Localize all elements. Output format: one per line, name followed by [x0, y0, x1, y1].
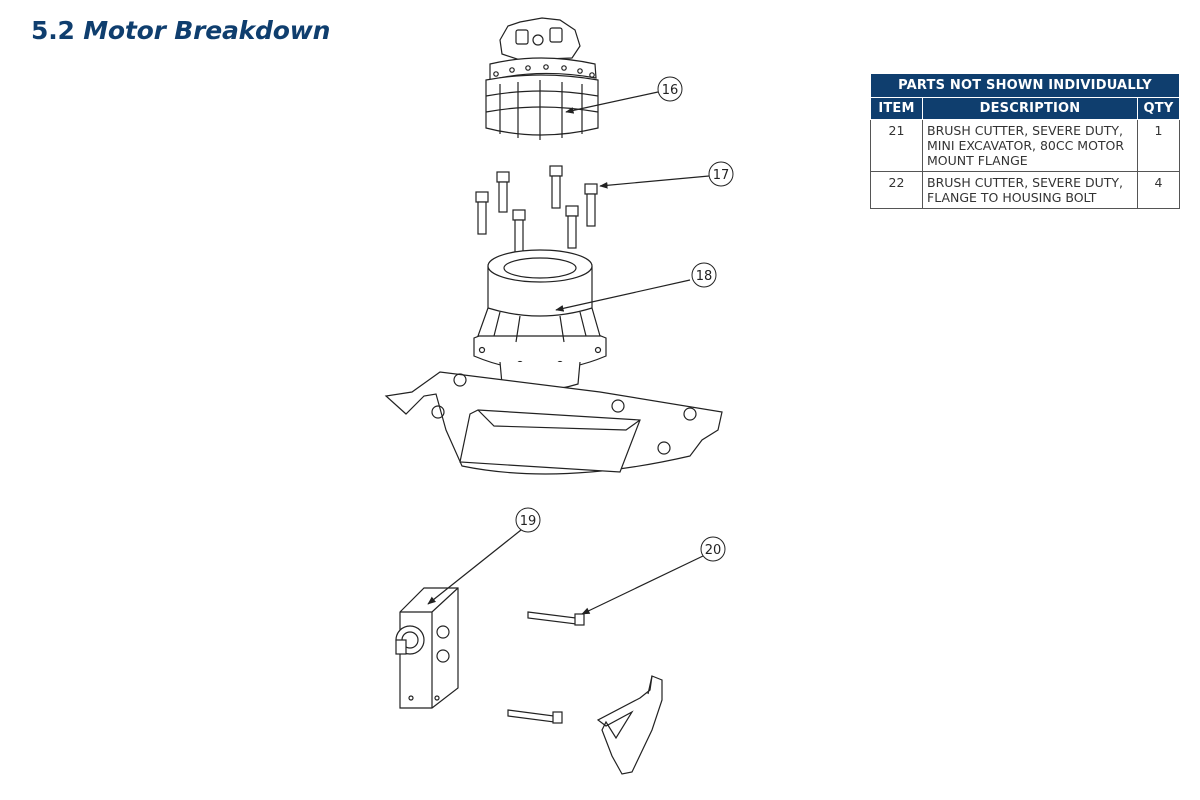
column-header-qty: QTY [1137, 97, 1180, 120]
valve-block-part-19 [395, 587, 459, 709]
table-caption: PARTS NOT SHOWN INDIVIDUALLY [870, 73, 1180, 98]
callout-18-label: 18 [696, 269, 713, 284]
exploded-view-diagram: 16 17 18 19 20 [384, 17, 734, 775]
row-description: BRUSH CUTTER, SEVERE DUTY, MINI EXCAVATO… [922, 119, 1138, 172]
section-number: 5.2 [31, 16, 75, 45]
row-qty: 4 [1137, 171, 1180, 209]
bolts-part-17 [475, 165, 598, 253]
column-header-item: ITEM [870, 97, 923, 120]
page-title: 5.2 Motor Breakdown [31, 16, 330, 45]
pins-part-20 [507, 611, 585, 724]
callout-17: 17 [708, 161, 734, 187]
callout-19: 19 [515, 507, 541, 533]
row-item: 21 [870, 119, 923, 172]
callout-19-label: 19 [520, 514, 537, 529]
table-row: 21 BRUSH CUTTER, SEVERE DUTY, MINI EXCAV… [870, 119, 1180, 172]
table-row: 22 BRUSH CUTTER, SEVERE DUTY, FLANGE TO … [870, 171, 1180, 209]
callout-17-label: 17 [713, 168, 730, 183]
row-item: 22 [870, 171, 923, 209]
callout-20-label: 20 [705, 543, 722, 558]
mount-plate [384, 371, 723, 475]
callout-16-label: 16 [662, 83, 679, 98]
column-header-description: DESCRIPTION [922, 97, 1138, 120]
housing-part-18 [473, 249, 607, 396]
motor-part-16 [485, 17, 599, 140]
callout-16: 16 [657, 76, 683, 102]
row-qty: 1 [1137, 119, 1180, 172]
latch-bracket [596, 675, 663, 775]
callout-18: 18 [691, 262, 717, 288]
section-title: Motor Breakdown [83, 16, 331, 45]
row-description: BRUSH CUTTER, SEVERE DUTY, FLANGE TO HOU… [922, 171, 1138, 209]
callout-20: 20 [700, 536, 726, 562]
parts-not-shown-table: PARTS NOT SHOWN INDIVIDUALLY ITEM DESCRI… [870, 73, 1180, 209]
